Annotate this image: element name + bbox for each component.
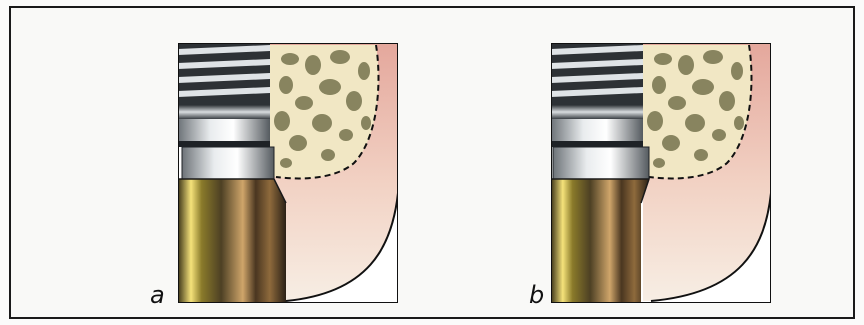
panel-a-illustration [178,43,398,303]
implant-illustration-a [178,43,398,303]
panel-label-a: a [150,283,165,307]
panel-label-b: b [529,283,544,307]
panel-b-illustration [551,43,771,303]
implant-body [551,43,649,303]
implant-body [178,43,286,303]
implant-illustration-b [551,43,771,303]
